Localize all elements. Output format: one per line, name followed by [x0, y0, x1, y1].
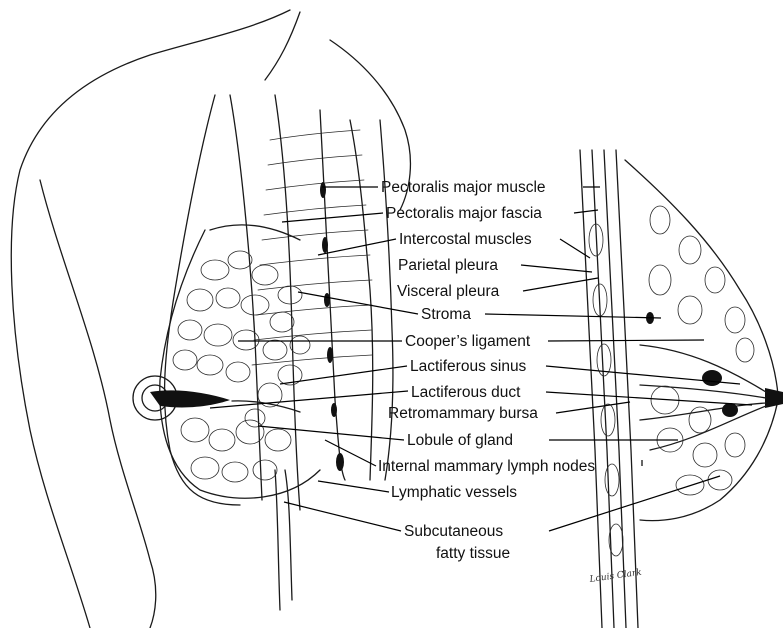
label-lymphatic-vessels: Lymphatic vessels: [391, 484, 517, 501]
label-lactiferous-sinus: Lactiferous sinus: [410, 358, 527, 375]
label-pectoralis-major-muscle: Pectoralis major muscle: [381, 179, 546, 196]
labels: Pectoralis major muscle Pectoralis major…: [378, 179, 595, 562]
label-pectoralis-major-fascia: Pectoralis major fascia: [386, 205, 542, 222]
label-visceral-pleura: Visceral pleura: [397, 283, 500, 300]
label-internal-mammary-lymph-nodes: Internal mammary lymph nodes: [378, 458, 595, 475]
label-coopers-ligament: Cooper’s ligament: [405, 333, 531, 350]
label-lobule-of-gland: Lobule of gland: [407, 432, 513, 449]
label-retromammary-bursa: Retromammary bursa: [388, 405, 538, 422]
label-stroma: Stroma: [421, 306, 471, 323]
label-parietal-pleura: Parietal pleura: [398, 257, 498, 274]
label-subcutaneous-line2: fatty tissue: [436, 545, 510, 562]
artist-signature: Louis Clark: [588, 568, 642, 585]
label-lactiferous-duct: Lactiferous duct: [411, 384, 521, 401]
label-subcutaneous-line1: Subcutaneous: [404, 523, 503, 540]
frontal-cutaway-illustration: [11, 10, 410, 628]
sagittal-section-illustration: [580, 150, 783, 628]
label-intercostal-muscles: Intercostal muscles: [399, 231, 532, 248]
